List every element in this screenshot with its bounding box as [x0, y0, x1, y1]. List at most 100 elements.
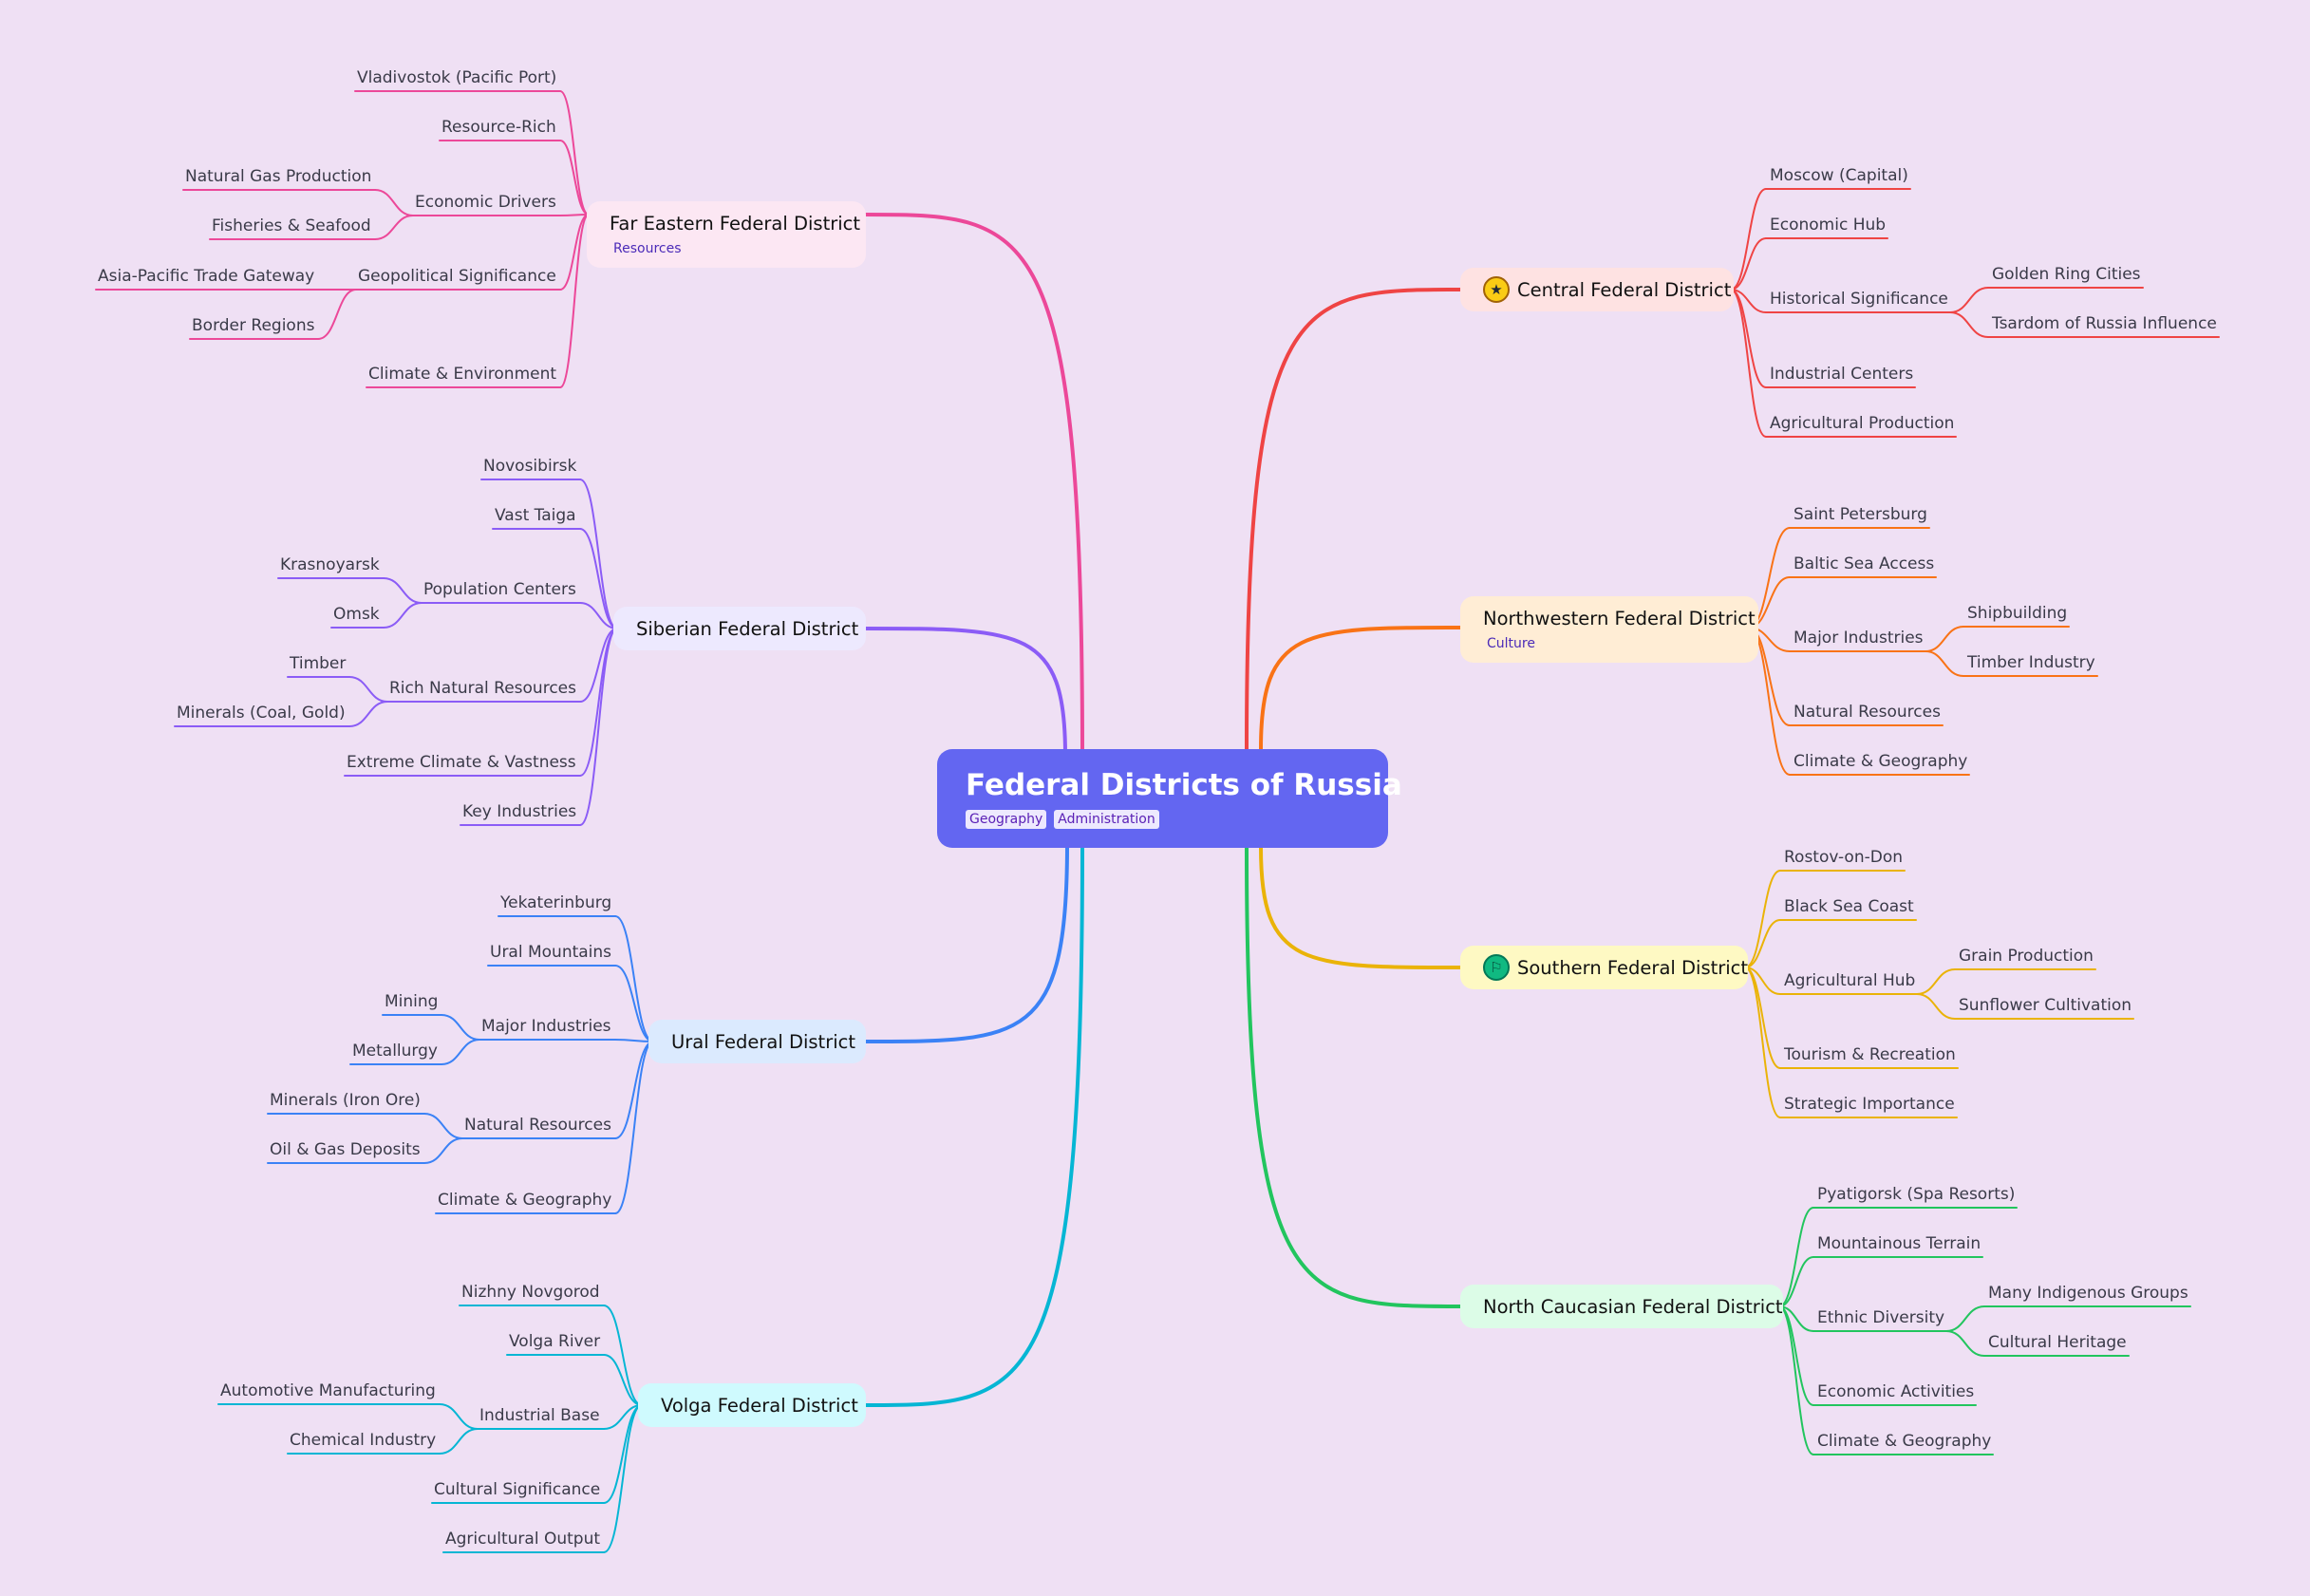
- branch-siberian-child-key-industries[interactable]: Key Industries: [462, 802, 577, 821]
- branch-volga-node[interactable]: Volga Federal District: [638, 1383, 866, 1427]
- branch-siberian-child-population-centers[interactable]: Population Centers: [423, 580, 576, 599]
- branch-volga-child-cultural-significance-connector: [603, 1404, 643, 1504]
- branch-siberian-child-vast-taiga[interactable]: Vast Taiga: [495, 506, 576, 525]
- branch-siberian-child-population-centers-sub-omsk[interactable]: Omsk: [333, 605, 380, 624]
- branch-northwestern-child-major-industries-sub-timber-industry[interactable]: Timber Industry: [1967, 653, 2095, 672]
- branch-volga-child-nizhny-novgorod[interactable]: Nizhny Novgorod: [461, 1283, 600, 1302]
- branch-siberian-child-population-centers-sub-krasnoyarsk[interactable]: Krasnoyarsk: [280, 555, 380, 574]
- branch-north-caucasian-child-ethnic-diversity-sub-connector-0: [1945, 1305, 1985, 1332]
- branch-north-caucasian-child-ethnic-diversity-sub-many-indigenous-groups[interactable]: Many Indigenous Groups: [1988, 1284, 2188, 1303]
- branch-far-eastern-child-vladivostok-pacific-port[interactable]: Vladivostok (Pacific Port): [357, 68, 557, 87]
- branch-north-caucasian-child-pyatigorsk-spa-resorts[interactable]: Pyatigorsk (Spa Resorts): [1817, 1185, 2016, 1204]
- branch-north-caucasian-child-climate-geography[interactable]: Climate & Geography: [1817, 1432, 1992, 1451]
- branch-far-eastern-child-economic-drivers-connector: [559, 214, 590, 216]
- branch-central-child-historical-significance-sub-connector-0: [1949, 287, 1989, 313]
- branch-northwestern-child-major-industries-sub-shipbuilding[interactable]: Shipbuilding: [1967, 604, 2068, 623]
- branch-central-child-agricultural-production[interactable]: Agricultural Production: [1770, 414, 1955, 433]
- branch-volga-child-industrial-base[interactable]: Industrial Base: [479, 1406, 600, 1425]
- branch-volga-child-cultural-significance[interactable]: Cultural Significance: [434, 1480, 601, 1499]
- branch-northwestern-child-baltic-sea-access[interactable]: Baltic Sea Access: [1794, 554, 1935, 573]
- branch-ural-child-climate-geography[interactable]: Climate & Geography: [438, 1191, 612, 1210]
- branch-southern-node[interactable]: ⚐Southern Federal District: [1460, 946, 1748, 989]
- branch-siberian-child-extreme-climate-vastness[interactable]: Extreme Climate & Vastness: [347, 753, 576, 772]
- branch-north-caucasian-node[interactable]: North Caucasian Federal District: [1460, 1285, 1783, 1328]
- branch-volga-child-agricultural-output[interactable]: Agricultural Output: [445, 1530, 601, 1549]
- branch-southern-child-agricultural-hub[interactable]: Agricultural Hub: [1784, 971, 1916, 990]
- branch-ural-child-ural-mountains[interactable]: Ural Mountains: [490, 943, 612, 962]
- root-tag-geography[interactable]: Geography: [966, 810, 1047, 829]
- branch-northwestern-child-natural-resources[interactable]: Natural Resources: [1794, 703, 1941, 722]
- branch-siberian-child-rich-natural-resources-sub-minerals-coal-gold[interactable]: Minerals (Coal, Gold): [177, 704, 346, 723]
- branch-far-eastern-child-economic-drivers[interactable]: Economic Drivers: [415, 193, 556, 212]
- branch-far-eastern-child-climate-environment[interactable]: Climate & Environment: [368, 365, 557, 384]
- branch-ural-child-natural-resources[interactable]: Natural Resources: [464, 1116, 611, 1135]
- branch-ural-child-major-industries-sub-mining[interactable]: Mining: [385, 992, 439, 1011]
- branch-siberian-child-population-centers-sub-connector-1: [383, 602, 423, 629]
- branch-central-child-historical-significance-sub-connector-1: [1949, 311, 1989, 338]
- root-tag-administration[interactable]: Administration: [1054, 810, 1159, 829]
- branch-far-eastern-child-geopolitical-significance-sub-border-regions[interactable]: Border Regions: [192, 316, 315, 335]
- branch-siberian-child-extreme-climate-vastness-connector: [579, 628, 618, 777]
- branch-southern-label: Southern Federal District: [1517, 956, 1749, 979]
- branch-volga-child-industrial-base-sub-chemical-industry[interactable]: Chemical Industry: [290, 1431, 437, 1450]
- branch-north-caucasian-child-ethnic-diversity-sub-cultural-heritage[interactable]: Cultural Heritage: [1988, 1333, 2127, 1352]
- branch-volga-child-volga-river[interactable]: Volga River: [509, 1332, 601, 1351]
- branch-southern-child-strategic-importance-connector: [1744, 967, 1781, 1118]
- branch-siberian-child-key-industries-connector: [579, 628, 618, 826]
- branch-ural-child-major-industries-sub-metallurgy[interactable]: Metallurgy: [352, 1042, 438, 1061]
- branch-north-caucasian-child-mountainous-terrain[interactable]: Mountainous Terrain: [1817, 1234, 1981, 1253]
- branch-far-eastern-child-economic-drivers-sub-fisheries-seafood[interactable]: Fisheries & Seafood: [212, 216, 371, 235]
- branch-southern-child-agricultural-hub-sub-grain-production[interactable]: Grain Production: [1959, 947, 2094, 966]
- branch-north-caucasian-child-ethnic-diversity[interactable]: Ethnic Diversity: [1817, 1308, 1945, 1327]
- branch-southern-child-rostov-on-don[interactable]: Rostov-on-Don: [1784, 848, 1904, 867]
- branch-north-caucasian-label: North Caucasian Federal District: [1483, 1295, 1783, 1318]
- branch-volga-label: Volga Federal District: [661, 1394, 858, 1417]
- branch-volga-child-agricultural-output-connector: [603, 1404, 643, 1553]
- branch-north-caucasian-child-economic-activities[interactable]: Economic Activities: [1817, 1382, 1975, 1401]
- branch-ural-child-natural-resources-sub-minerals-iron-ore[interactable]: Minerals (Iron Ore): [270, 1091, 421, 1110]
- branch-northwestern-child-climate-geography[interactable]: Climate & Geography: [1794, 752, 1968, 771]
- branch-southern-child-agricultural-hub-sub-sunflower-cultivation[interactable]: Sunflower Cultivation: [1959, 996, 2132, 1015]
- branch-central-child-economic-hub[interactable]: Economic Hub: [1770, 216, 1887, 235]
- branch-southern-child-strategic-importance[interactable]: Strategic Importance: [1784, 1095, 1955, 1114]
- branch-ural-child-major-industries[interactable]: Major Industries: [481, 1017, 611, 1036]
- branch-northwestern-tag[interactable]: Culture: [1487, 635, 1535, 651]
- branch-volga-child-industrial-base-sub-automotive-manufacturing[interactable]: Automotive Manufacturing: [220, 1381, 436, 1400]
- branch-ural-child-yekaterinburg[interactable]: Yekaterinburg: [500, 893, 612, 912]
- branch-siberian-child-rich-natural-resources[interactable]: Rich Natural Resources: [389, 679, 576, 698]
- branch-ural-child-natural-resources-sub-oil-gas-deposits[interactable]: Oil & Gas Deposits: [270, 1140, 421, 1159]
- star-icon: ★: [1483, 276, 1510, 303]
- branch-ural-node[interactable]: Ural Federal District: [648, 1020, 866, 1063]
- branch-central-node[interactable]: ★Central Federal District: [1460, 268, 1734, 311]
- branch-central-child-historical-significance-sub-tsardom-of-russia-influence[interactable]: Tsardom of Russia Influence: [1992, 314, 2217, 333]
- root-node[interactable]: Federal Districts of Russia Geography Ad…: [937, 749, 1402, 848]
- branch-central-child-historical-significance[interactable]: Historical Significance: [1770, 290, 1948, 309]
- branch-ural-child-ural-mountains-connector: [614, 965, 654, 1042]
- branch-southern-child-black-sea-coast[interactable]: Black Sea Coast: [1784, 897, 1914, 916]
- branch-central-child-industrial-centers-connector: [1730, 289, 1767, 388]
- branch-far-eastern-child-resource-rich[interactable]: Resource-Rich: [441, 118, 556, 137]
- branch-ural-child-natural-resources-connector: [614, 1041, 654, 1139]
- branch-central-child-industrial-centers[interactable]: Industrial Centers: [1770, 365, 1914, 384]
- branch-siberian-child-rich-natural-resources-sub-timber[interactable]: Timber: [290, 654, 347, 673]
- branch-southern-child-tourism-recreation[interactable]: Tourism & Recreation: [1784, 1045, 1956, 1064]
- branch-northwestern-child-saint-petersburg[interactable]: Saint Petersburg: [1794, 505, 1927, 524]
- branch-northwestern-child-major-industries[interactable]: Major Industries: [1794, 629, 1924, 648]
- branch-volga-child-volga-river-connector: [603, 1354, 643, 1406]
- branch-northwestern-trunk: [1259, 626, 1462, 751]
- branch-central-child-historical-significance-sub-golden-ring-cities[interactable]: Golden Ring Cities: [1992, 265, 2141, 284]
- branch-far-eastern-tag[interactable]: Resources: [613, 240, 682, 256]
- branch-volga-child-industrial-base-sub-connector-1: [439, 1428, 479, 1455]
- branch-siberian-child-novosibirsk[interactable]: Novosibirsk: [483, 457, 577, 476]
- branch-siberian-node[interactable]: Siberian Federal District: [613, 607, 866, 650]
- branch-far-eastern-child-geopolitical-significance[interactable]: Geopolitical Significance: [358, 267, 556, 286]
- branch-far-eastern-child-resource-rich-connector: [559, 140, 590, 216]
- branch-volga-child-industrial-base-sub-connector-0: [439, 1403, 479, 1430]
- branch-central-child-moscow-capital[interactable]: Moscow (Capital): [1770, 166, 1908, 185]
- branch-southern-child-tourism-recreation-connector: [1744, 967, 1781, 1069]
- branch-siberian-child-vast-taiga-connector: [579, 528, 618, 629]
- branch-far-eastern-child-economic-drivers-sub-natural-gas-production[interactable]: Natural Gas Production: [185, 167, 372, 186]
- branch-far-eastern-child-geopolitical-significance-sub-asia-pacific-trade-gateway[interactable]: Asia-Pacific Trade Gateway: [98, 267, 315, 286]
